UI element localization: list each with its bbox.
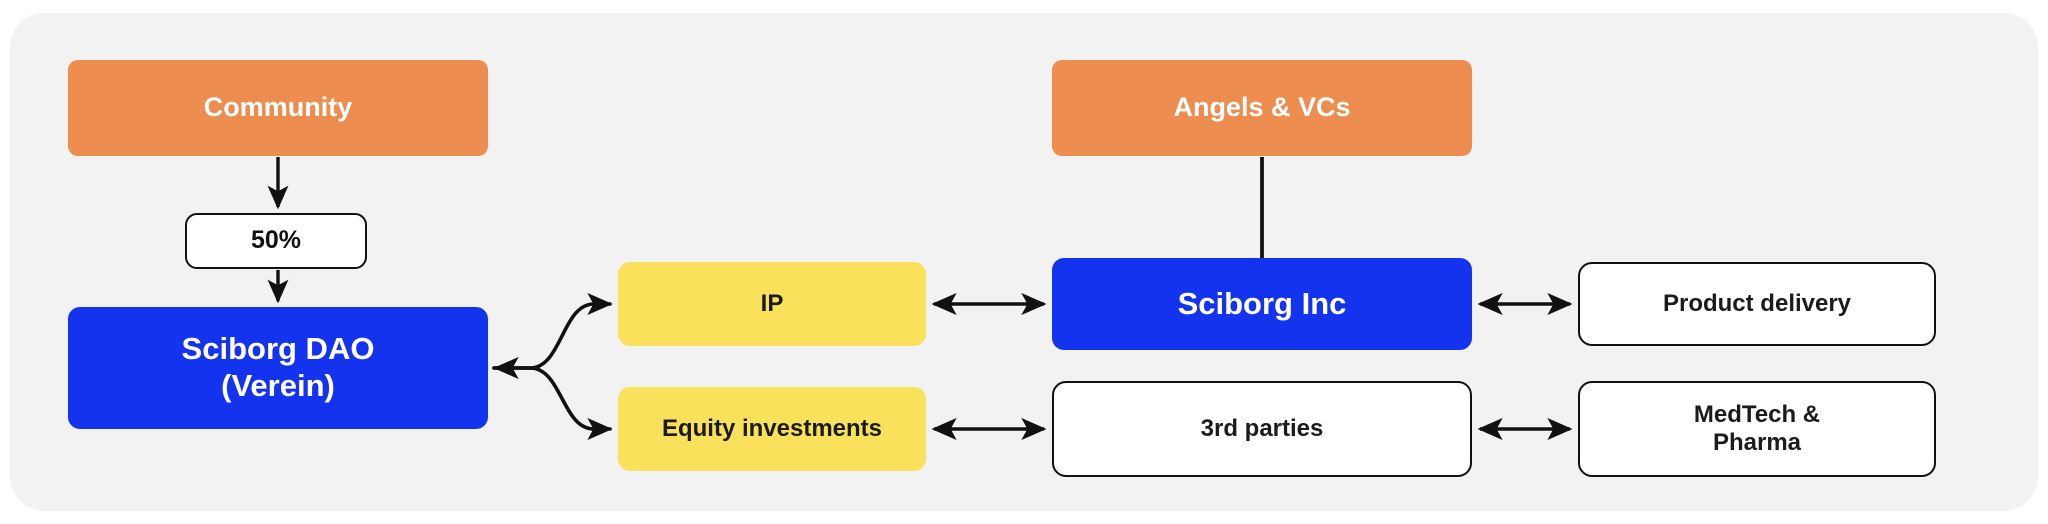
node-community[interactable]: Community	[68, 60, 488, 156]
node-equity-investments-label: Equity investments	[661, 414, 883, 442]
node-product-delivery-label: Product delivery	[1662, 289, 1852, 317]
node-angels-and-vcs[interactable]: Angels & VCs	[1052, 60, 1472, 156]
node-angels-and-vcs-label: Angels & VCs	[1173, 92, 1351, 123]
node-sciborg-dao-label: Sciborg DAO (Verein)	[181, 331, 375, 403]
node-medtech-and-pharma[interactable]: MedTech & Pharma	[1578, 381, 1936, 477]
node-product-delivery[interactable]: Product delivery	[1578, 262, 1936, 346]
node-ownership-percentage[interactable]: 50%	[185, 213, 367, 269]
node-sciborg-dao[interactable]: Sciborg DAO (Verein)	[68, 307, 488, 429]
node-equity-investments[interactable]: Equity investments	[618, 387, 926, 471]
node-sciborg-inc-label: Sciborg Inc	[1177, 285, 1347, 321]
node-third-parties-label: 3rd parties	[1200, 414, 1324, 442]
node-ownership-percentage-label: 50%	[250, 226, 302, 255]
node-community-label: Community	[203, 92, 353, 123]
node-medtech-and-pharma-label: MedTech & Pharma	[1693, 400, 1821, 456]
node-ip[interactable]: IP	[618, 262, 926, 346]
node-ip-label: IP	[760, 289, 784, 317]
node-sciborg-inc[interactable]: Sciborg Inc	[1052, 258, 1472, 350]
node-third-parties[interactable]: 3rd parties	[1052, 381, 1472, 477]
